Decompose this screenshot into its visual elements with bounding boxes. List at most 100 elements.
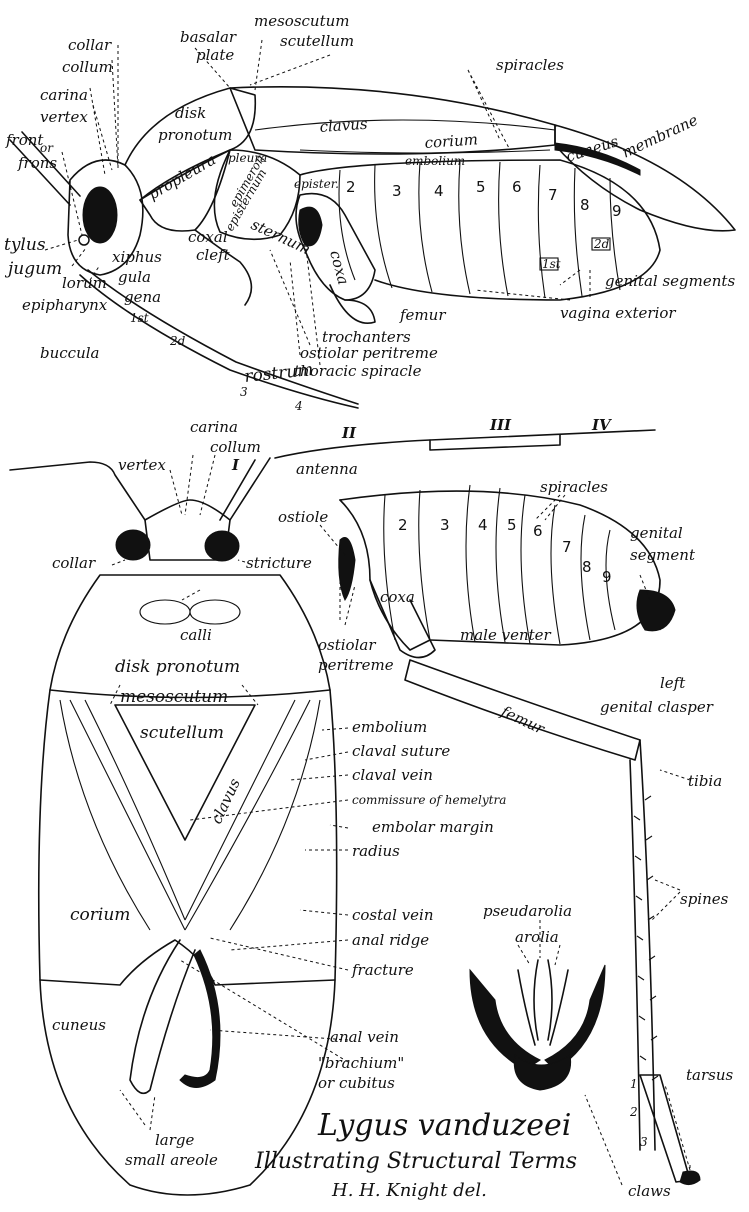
label-costal-vein: costal vein: [352, 906, 433, 924]
antenna-numeral-iv: IV: [591, 416, 612, 434]
title-subtitle: Illustrating Structural Terms: [254, 1149, 577, 1174]
label-arolia: arolia: [515, 928, 559, 946]
label-claval-vein: claval vein: [352, 766, 433, 784]
label-genital: genital: [630, 524, 683, 542]
label-epipharynx: epipharynx: [22, 296, 108, 314]
label-epister: epister.: [294, 177, 339, 191]
arolia: [534, 960, 552, 1040]
label-claval-suture: claval suture: [352, 742, 450, 760]
label-clavus-dorsal: clavus: [207, 775, 244, 826]
lateral-femur: [330, 285, 375, 323]
label-genital-clasper: genital clasper: [600, 698, 714, 716]
label-calli: calli: [180, 626, 212, 644]
label-tibia: tibia: [688, 772, 722, 790]
lateral-seg-3: 3: [392, 182, 402, 200]
label-box-1st: 1st: [542, 257, 561, 271]
title-credit: H. H. Knight del.: [331, 1180, 487, 1201]
title-block: Lygus vanduzeei Illustrating Structural …: [254, 1108, 577, 1201]
label-antenna: antenna: [296, 460, 358, 478]
ocellus-spot: [79, 235, 89, 245]
label-vagina-exterior: vagina exterior: [560, 304, 676, 322]
left-membrane-vein: [130, 940, 195, 1093]
label-small-areole: small areole: [125, 1151, 218, 1169]
label-frons: frons: [17, 154, 57, 172]
abdomen-seg-9: 9: [602, 568, 612, 586]
label-collar: collar: [68, 36, 112, 54]
lateral-seg-5: 5: [476, 178, 486, 196]
label-basalar: basalar: [180, 28, 237, 46]
label-or-cubitus: or cubitus: [318, 1074, 395, 1092]
genital-clasper-mark: [637, 590, 675, 631]
abdomen-seg-8: 8: [582, 558, 592, 576]
compound-eye: [83, 187, 117, 243]
lateral-view: collar collum carina vertex front or fro…: [4, 12, 735, 413]
label-carina-dorsal: carina: [190, 418, 238, 436]
label-rostrum-2d: 2d: [169, 334, 186, 348]
label-genital-segments: genital segments: [605, 272, 735, 290]
label-spines: spines: [680, 890, 729, 908]
label-or: or: [40, 141, 54, 155]
lateral-leader-lines: [45, 40, 590, 365]
label-large: large: [155, 1131, 195, 1149]
lateral-seg-6: 6: [512, 178, 522, 196]
label-ostiolar-peritreme-lateral: ostiolar peritreme: [300, 344, 438, 362]
label-plate: plate: [196, 46, 234, 64]
abdomen-seg-4: 4: [478, 516, 488, 534]
title-species: Lygus vanduzeei: [317, 1108, 571, 1143]
label-brachium: "brachium": [318, 1054, 404, 1072]
label-tylus: tylus: [4, 235, 46, 255]
label-mesoscutum-dorsal: mesoscutum: [120, 687, 228, 707]
abdomen-seg-5: 5: [507, 516, 517, 534]
label-collar-dorsal: collar: [52, 554, 96, 572]
label-tarsus-1: 1: [630, 1077, 638, 1091]
label-coxa-lateral: coxa: [326, 248, 352, 286]
label-collum-dorsal: collum: [210, 438, 261, 456]
hemelytra-outline: [39, 690, 337, 1195]
label-xiphus: xiphus: [112, 248, 162, 266]
antenna-numeral-i: I: [231, 456, 240, 474]
lateral-seg-9: 9: [612, 202, 622, 220]
lateral-seg-4: 4: [434, 182, 444, 200]
right-callus: [190, 600, 240, 624]
label-vertex-dorsal: vertex: [118, 456, 166, 474]
label-rostrum: rostrum: [243, 360, 314, 387]
label-clavus-lateral: clavus: [319, 115, 368, 136]
label-anal-ridge: anal ridge: [352, 931, 429, 949]
rostrum-stylets: [80, 270, 358, 408]
lateral-seg-2: 2: [346, 178, 356, 196]
claw-base: [514, 1055, 570, 1090]
label-coxa-abdomen: coxa: [380, 588, 415, 606]
label-embolium-lateral: embolium: [405, 154, 465, 168]
label-rostrum-3: 3: [240, 385, 248, 399]
label-scutellum-dorsal: scutellum: [140, 723, 224, 743]
label-gula: gula: [118, 268, 151, 286]
label-rostrum-1st: 1st: [130, 311, 149, 325]
label-tarsus-2: 2: [629, 1105, 638, 1119]
label-claws: claws: [628, 1182, 671, 1200]
pseudarolia: [518, 970, 568, 1045]
label-disk-pronotum: disk pronotum: [115, 657, 240, 677]
label-tarsus-3: 3: [640, 1135, 648, 1149]
label-femur-abdomen: femur: [497, 702, 547, 738]
label-cleft: cleft: [196, 246, 231, 264]
label-rostrum-4: 4: [294, 399, 303, 413]
label-scutellum-lateral: scutellum: [280, 32, 354, 50]
lateral-seg-7: 7: [548, 186, 558, 204]
label-cuneus-dorsal: cuneus: [52, 1016, 106, 1034]
label-anal-vein: anal vein: [330, 1028, 399, 1046]
tarsus: [640, 1075, 690, 1182]
label-jugum: jugum: [4, 259, 62, 279]
label-radius: radius: [352, 842, 400, 860]
label-disk-lateral: disk: [175, 104, 206, 122]
label-spiracles-lateral: spiracles: [496, 56, 564, 74]
label-segment: segment: [630, 546, 696, 564]
label-stricture: stricture: [246, 554, 312, 572]
fracture-line: [40, 940, 335, 985]
label-ostiolar: ostiolar: [318, 636, 376, 654]
label-front: front: [5, 131, 44, 149]
label-embolium-dorsal: embolium: [352, 718, 427, 736]
label-pseudarolia: pseudarolia: [483, 902, 572, 920]
label-male-venter: male venter: [460, 626, 552, 644]
label-buccula: buccula: [40, 344, 99, 362]
